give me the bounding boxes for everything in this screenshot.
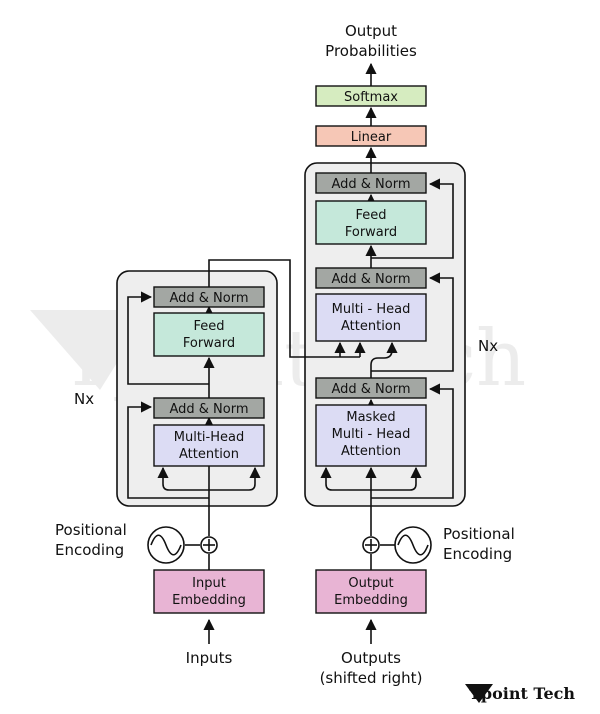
output-embedding bbox=[315, 569, 427, 614]
encoder-add-norm-bottom bbox=[153, 397, 265, 419]
encoder-positional-encoding-line2: Encoding bbox=[55, 541, 124, 559]
linear-box bbox=[315, 125, 427, 147]
decoder-cross-attention-line1: Multi - Head bbox=[332, 302, 411, 317]
encoder-attention bbox=[153, 424, 265, 467]
output-probabilities-line2: Probabilities bbox=[325, 42, 417, 60]
decoder-masked-attention-line3: Attention bbox=[341, 444, 401, 459]
tpoint-tech-logo: Tpoint Tech bbox=[465, 684, 575, 703]
encoder-add-norm-top-label: Add & Norm bbox=[169, 291, 248, 306]
linear-label: Linear bbox=[351, 130, 392, 145]
decoder-nx-label: Nx bbox=[478, 337, 498, 355]
input-embedding-line2: Embedding bbox=[172, 593, 246, 608]
encoder-add-norm-bottom-label: Add & Norm bbox=[169, 402, 248, 417]
output-embedding-line2: Embedding bbox=[334, 593, 408, 608]
decoder-add-norm-bottom bbox=[315, 377, 427, 399]
encoder-feed-forward-line1: Feed bbox=[193, 319, 224, 334]
decoder-feed-forward-line2: Forward bbox=[345, 225, 397, 240]
decoder-add-norm-bottom-label: Add & Norm bbox=[331, 382, 410, 397]
decoder-add-norm-middle bbox=[315, 267, 427, 289]
encoder-add-symbol bbox=[200, 536, 218, 554]
encoder-positional-encoding-line1: Positional bbox=[55, 521, 127, 539]
input-embedding-line1: Input bbox=[192, 576, 226, 591]
encoder-feed-forward bbox=[153, 312, 265, 357]
outputs-label-line1: Outputs bbox=[341, 649, 401, 667]
decoder-cross-attention-line2: Attention bbox=[341, 319, 401, 334]
connections bbox=[127, 62, 454, 644]
encoder-feed-forward-line2: Forward bbox=[183, 336, 235, 351]
decoder-positional-encoding-line2: Encoding bbox=[443, 545, 512, 563]
logo-triangle-icon bbox=[465, 684, 493, 703]
encoder-attention-line1: Multi-Head bbox=[174, 430, 244, 445]
decoder-feed-forward-line1: Feed bbox=[355, 208, 386, 223]
encoder-add-norm-top bbox=[153, 286, 265, 308]
decoder-add-norm-top bbox=[315, 172, 427, 194]
outputs-label-line2: (shifted right) bbox=[320, 669, 423, 687]
decoder-sine-icon bbox=[394, 526, 432, 564]
inputs-label: Inputs bbox=[186, 649, 233, 667]
decoder-masked-attention-line1: Masked bbox=[346, 410, 395, 425]
encoder-sine-icon bbox=[147, 526, 185, 564]
input-embedding bbox=[153, 569, 265, 614]
decoder-add-norm-top-label: Add & Norm bbox=[331, 177, 410, 192]
softmax-label: Softmax bbox=[344, 90, 398, 105]
output-embedding-line1: Output bbox=[348, 576, 393, 591]
decoder-add-norm-middle-label: Add & Norm bbox=[331, 272, 410, 287]
output-probabilities-line1: Output bbox=[345, 22, 397, 40]
decoder-feed-forward bbox=[315, 200, 427, 245]
encoder-nx-label: Nx bbox=[74, 390, 94, 408]
decoder-masked-attention bbox=[315, 404, 427, 467]
decoder-masked-attention-line2: Multi - Head bbox=[332, 427, 411, 442]
decoder-positional-encoding-line1: Positional bbox=[443, 525, 515, 543]
softmax-box bbox=[315, 85, 427, 107]
decoder-cross-attention bbox=[315, 293, 427, 342]
logo-text: Tpoint Tech bbox=[469, 684, 575, 703]
encoder-attention-line2: Attention bbox=[179, 447, 239, 462]
decoder-add-symbol bbox=[362, 536, 380, 554]
